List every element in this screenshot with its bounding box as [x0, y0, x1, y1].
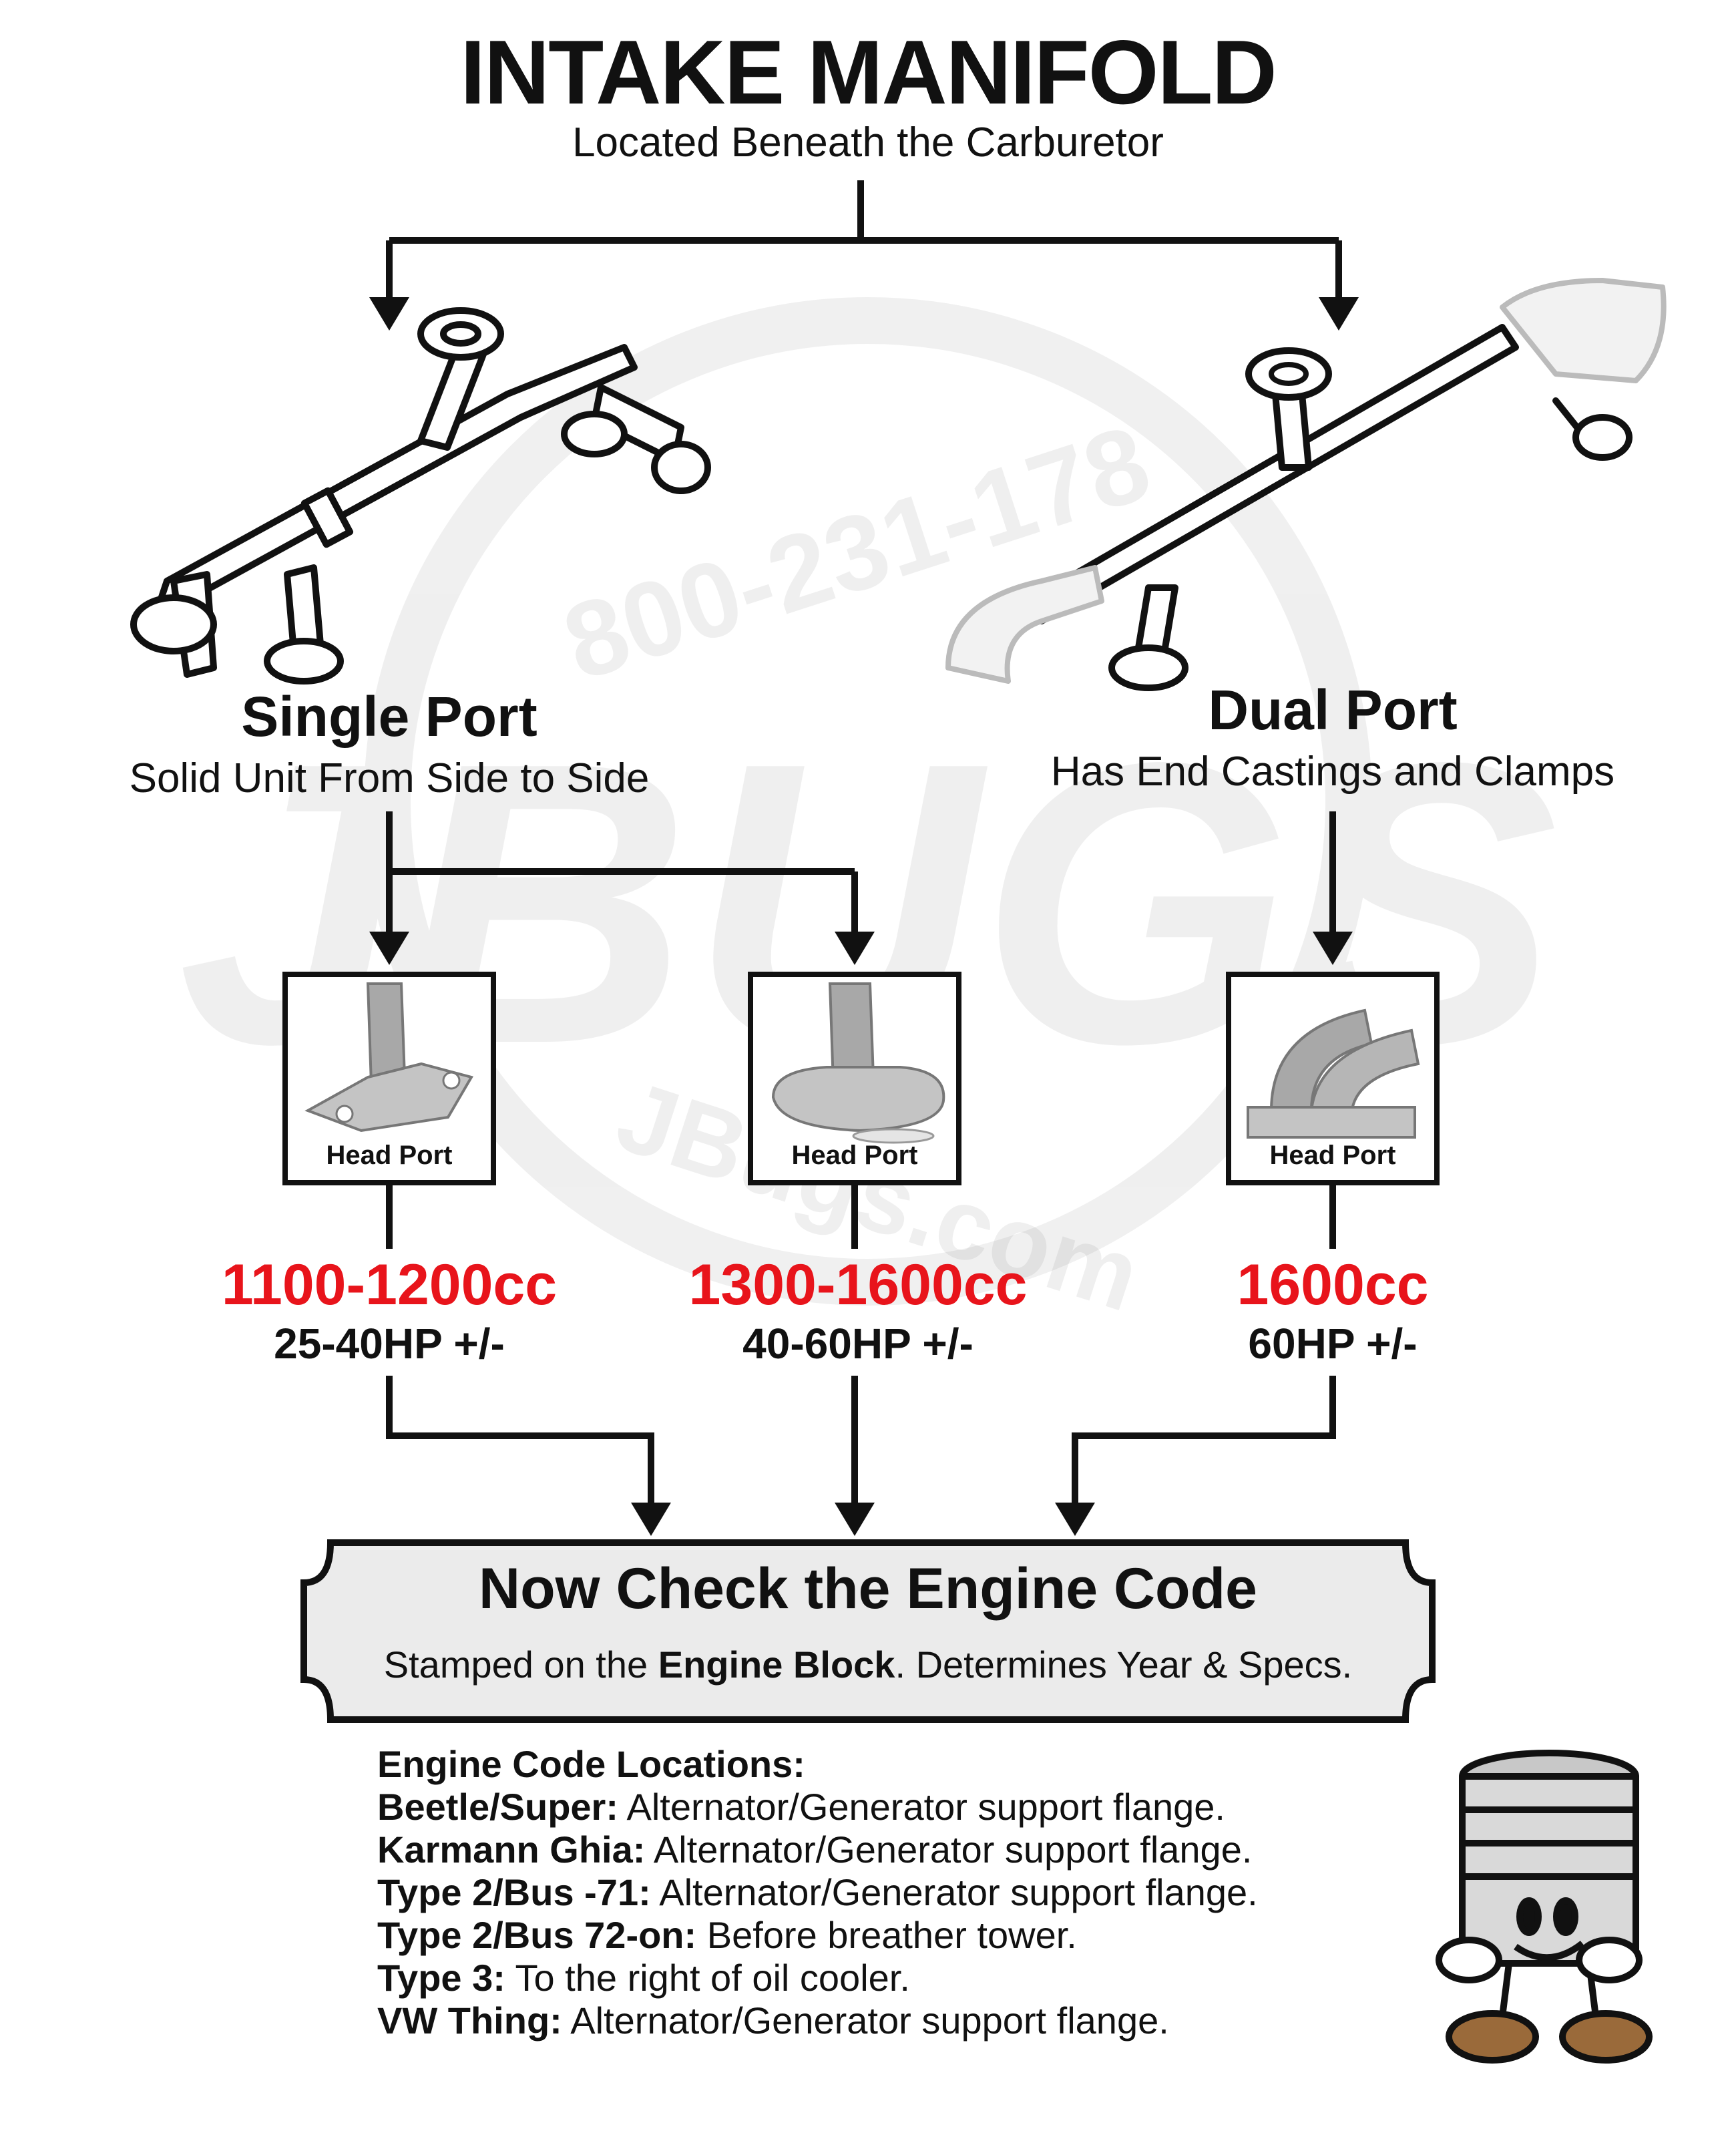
- displacement-1: 1100-1200cc: [221, 1253, 558, 1317]
- head-port-box-2: Head Port: [748, 972, 961, 1185]
- location-item: Type 2/Bus 72-on: Before breather tower.: [377, 1914, 1077, 1956]
- banner-title: Now Check the Engine Code: [479, 1557, 1257, 1621]
- displacement-2: 1300-1600cc: [688, 1253, 1028, 1317]
- displacement-3: 1600cc: [1237, 1253, 1429, 1317]
- dual-port-subtitle: Has End Castings and Clamps: [1050, 749, 1615, 795]
- head-port-label-3: Head Port: [1269, 1141, 1396, 1170]
- location-item: Type 3: To the right of oil cooler.: [377, 1957, 910, 1999]
- location-item: Type 2/Bus -71: Alternator/Generator sup…: [377, 1871, 1258, 1913]
- hp-to-banner-connectors: [386, 1376, 1336, 1506]
- arrow-banner-left: [631, 1503, 671, 1536]
- top-connector: [386, 180, 1342, 301]
- horsepower-3: 60HP +/-: [1248, 1320, 1418, 1368]
- horsepower-1: 25-40HP +/-: [274, 1320, 505, 1368]
- box-to-cc-connectors: [386, 1182, 1336, 1249]
- single-port-title: Single Port: [241, 685, 537, 748]
- head-port-single-large-photo: [771, 982, 945, 1144]
- arrow-to-head-port-1: [369, 932, 409, 965]
- piston-mascot-illustration: [1436, 1750, 1653, 2064]
- head-port-box-1: Head Port: [282, 972, 496, 1185]
- engine-code-banner: [300, 1539, 1436, 1723]
- head-port-label-2: Head Port: [791, 1141, 918, 1170]
- engine-code-locations: Engine Code Locations: Beetle/Super: Alt…: [377, 1743, 1258, 2042]
- location-item: VW Thing: Alternator/Generator support f…: [377, 1999, 1169, 2042]
- head-port-box-3: Head Port: [1226, 972, 1440, 1185]
- page-subtitle: Located Beneath the Carburetor: [572, 120, 1164, 166]
- dual-port-title: Dual Port: [1208, 678, 1458, 741]
- arrow-to-head-port-2: [835, 932, 875, 965]
- single-port-connector: [386, 811, 858, 935]
- banner-subtitle-bold: Engine Block: [658, 1643, 895, 1686]
- head-port-label-1: Head Port: [326, 1141, 453, 1170]
- arrow-to-dual-port: [1319, 297, 1359, 331]
- location-item: Beetle/Super: Alternator/Generator suppo…: [377, 1786, 1225, 1828]
- arrow-to-head-port-3: [1313, 932, 1353, 965]
- banner-subtitle: Stamped on the Engine Block. Determines …: [384, 1643, 1352, 1686]
- page-title: INTAKE MANIFOLD: [460, 21, 1277, 123]
- banner-subtitle-post: . Determines Year & Specs.: [895, 1643, 1353, 1686]
- locations-heading: Engine Code Locations:: [377, 1743, 805, 1785]
- single-port-subtitle: Solid Unit From Side to Side: [129, 755, 650, 801]
- dual-port-manifold-illustration: [945, 278, 1667, 691]
- location-item: Karmann Ghia: Alternator/Generator suppo…: [377, 1828, 1253, 1871]
- arrow-banner-right: [1055, 1503, 1095, 1536]
- arrow-banner-center: [835, 1503, 875, 1536]
- horsepower-2: 40-60HP +/-: [742, 1320, 973, 1368]
- head-port-dual-photo: [1247, 1008, 1420, 1139]
- single-port-manifold-illustration: [130, 307, 711, 685]
- banner-subtitle-pre: Stamped on the: [383, 1643, 658, 1686]
- arrow-to-single-port: [369, 297, 409, 331]
- head-port-single-small-photo: [304, 982, 474, 1133]
